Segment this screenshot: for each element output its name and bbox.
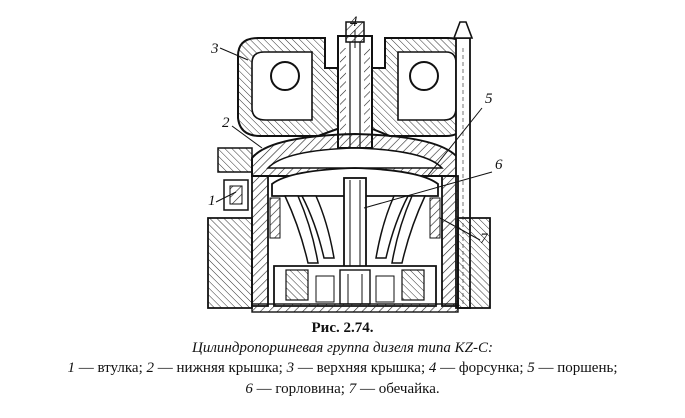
technical-drawing	[190, 8, 520, 316]
legend-dash: —	[297, 360, 313, 376]
callout-6: 6	[495, 157, 503, 173]
legend-dash: —	[256, 381, 272, 397]
legend-text-2: нижняя крышка	[176, 360, 279, 376]
callout-7: 7	[480, 231, 488, 247]
legend-dash: —	[538, 360, 554, 376]
legend-sep: ;	[613, 360, 618, 376]
legend-num-5: 5	[527, 360, 535, 376]
callout-4: 4	[350, 14, 358, 30]
legend-sep: ;	[519, 360, 524, 376]
legend-dash: —	[440, 360, 456, 376]
cylinder-piston-drawing	[207, 21, 493, 313]
legend-text-6: горловина	[275, 381, 341, 397]
legend-num-6: 6	[245, 381, 253, 397]
figure-caption: Рис. 2.74. Цилиндропоршневая группа дизе…	[0, 319, 685, 400]
legend-num-1: 1	[67, 360, 75, 376]
legend-text-5: поршень	[557, 360, 614, 376]
callout-3: 3	[211, 41, 219, 57]
legend-num-2: 2	[146, 360, 155, 376]
legend-text-7: обечайка	[378, 381, 436, 397]
legend-end: .	[435, 381, 440, 397]
legend-num-3: 3	[286, 360, 295, 376]
legend-sep: ;	[278, 360, 283, 376]
legend-dash: —	[359, 381, 375, 397]
legend-dash: —	[157, 360, 173, 376]
legend-line-2: 6 — горловина; 7 — обечайка.	[0, 379, 685, 400]
legend-text-1: втулка	[97, 360, 139, 376]
figure-title: Цилиндропоршневая группа дизеля типа KZ-…	[192, 340, 493, 356]
legend-sep: ;	[138, 360, 143, 376]
legend-line-1: 1 — втулка; 2 — нижняя крышка; 3 — верхн…	[0, 358, 685, 379]
callout-2: 2	[222, 115, 230, 131]
legend-num-7: 7	[348, 381, 357, 397]
legend-num-4: 4	[428, 360, 437, 376]
legend-sep: ;	[420, 360, 426, 376]
figure-number: Рис. 2.74.	[311, 320, 374, 336]
callout-1: 1	[208, 193, 216, 209]
legend-text-4: форсунка	[458, 360, 520, 376]
legend-sep: ;	[340, 381, 345, 397]
legend-dash: —	[78, 360, 94, 376]
legend-text-3: верхняя крышка	[316, 360, 421, 376]
callout-5: 5	[485, 91, 493, 107]
